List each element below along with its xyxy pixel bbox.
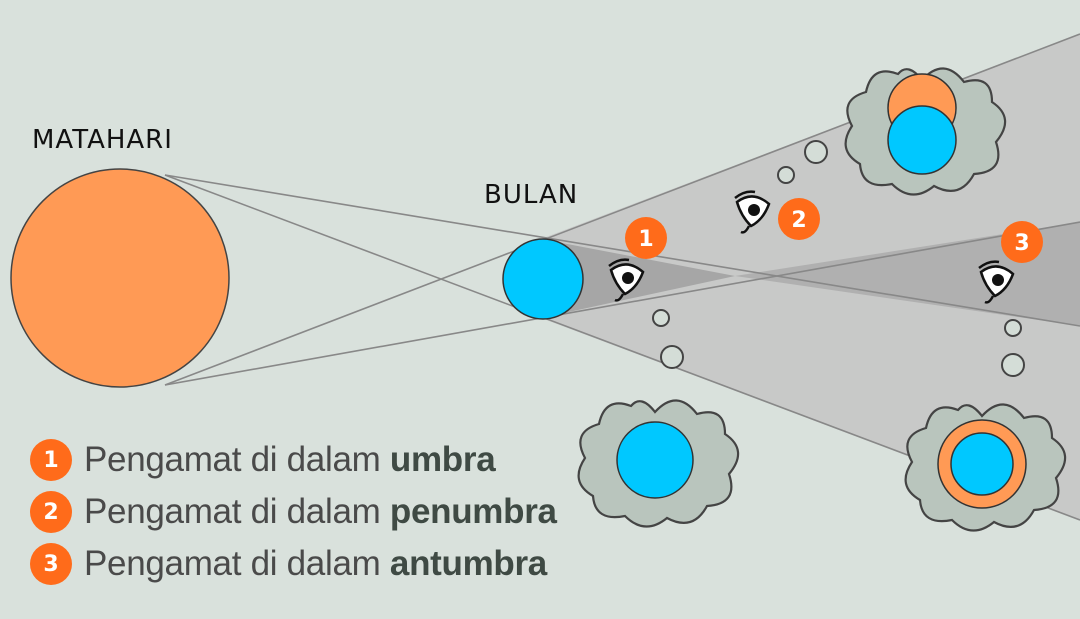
svg-text:1: 1: [638, 227, 653, 252]
marker-1: 1: [625, 217, 667, 259]
thought-cloud-antumbra: [904, 403, 1067, 532]
sun-label: MATAHARI: [32, 125, 173, 155]
legend-text-antumbra: Pengamat di dalam antumbra: [84, 544, 547, 583]
legend-badge-1: 1: [30, 439, 72, 481]
moon-label: BULAN: [484, 180, 578, 210]
thought-cloud-penumbra: [844, 67, 1007, 196]
legend-text-penumbra: Pengamat di dalam penumbra: [84, 492, 557, 531]
legend: 1 Pengamat di dalam umbra 2 Pengamat di …: [30, 434, 557, 590]
legend-text-umbra: Pengamat di dalam umbra: [84, 440, 496, 479]
marker-3: 3: [1001, 221, 1043, 263]
thought-cloud-umbra: [577, 399, 740, 528]
legend-item-umbra: 1 Pengamat di dalam umbra: [30, 434, 557, 486]
thought-bubbles: [652, 140, 1025, 377]
marker-2: 2: [778, 198, 820, 240]
legend-item-antumbra: 3 Pengamat di dalam antumbra: [30, 538, 557, 590]
svg-text:3: 3: [1014, 231, 1029, 256]
legend-badge-3: 3: [30, 543, 72, 585]
antumbra-region: [735, 222, 1080, 326]
moon: [502, 238, 584, 320]
legend-badge-2: 2: [30, 491, 72, 533]
legend-item-penumbra: 2 Pengamat di dalam penumbra: [30, 486, 557, 538]
sun: [10, 168, 230, 388]
svg-text:2: 2: [791, 208, 806, 233]
